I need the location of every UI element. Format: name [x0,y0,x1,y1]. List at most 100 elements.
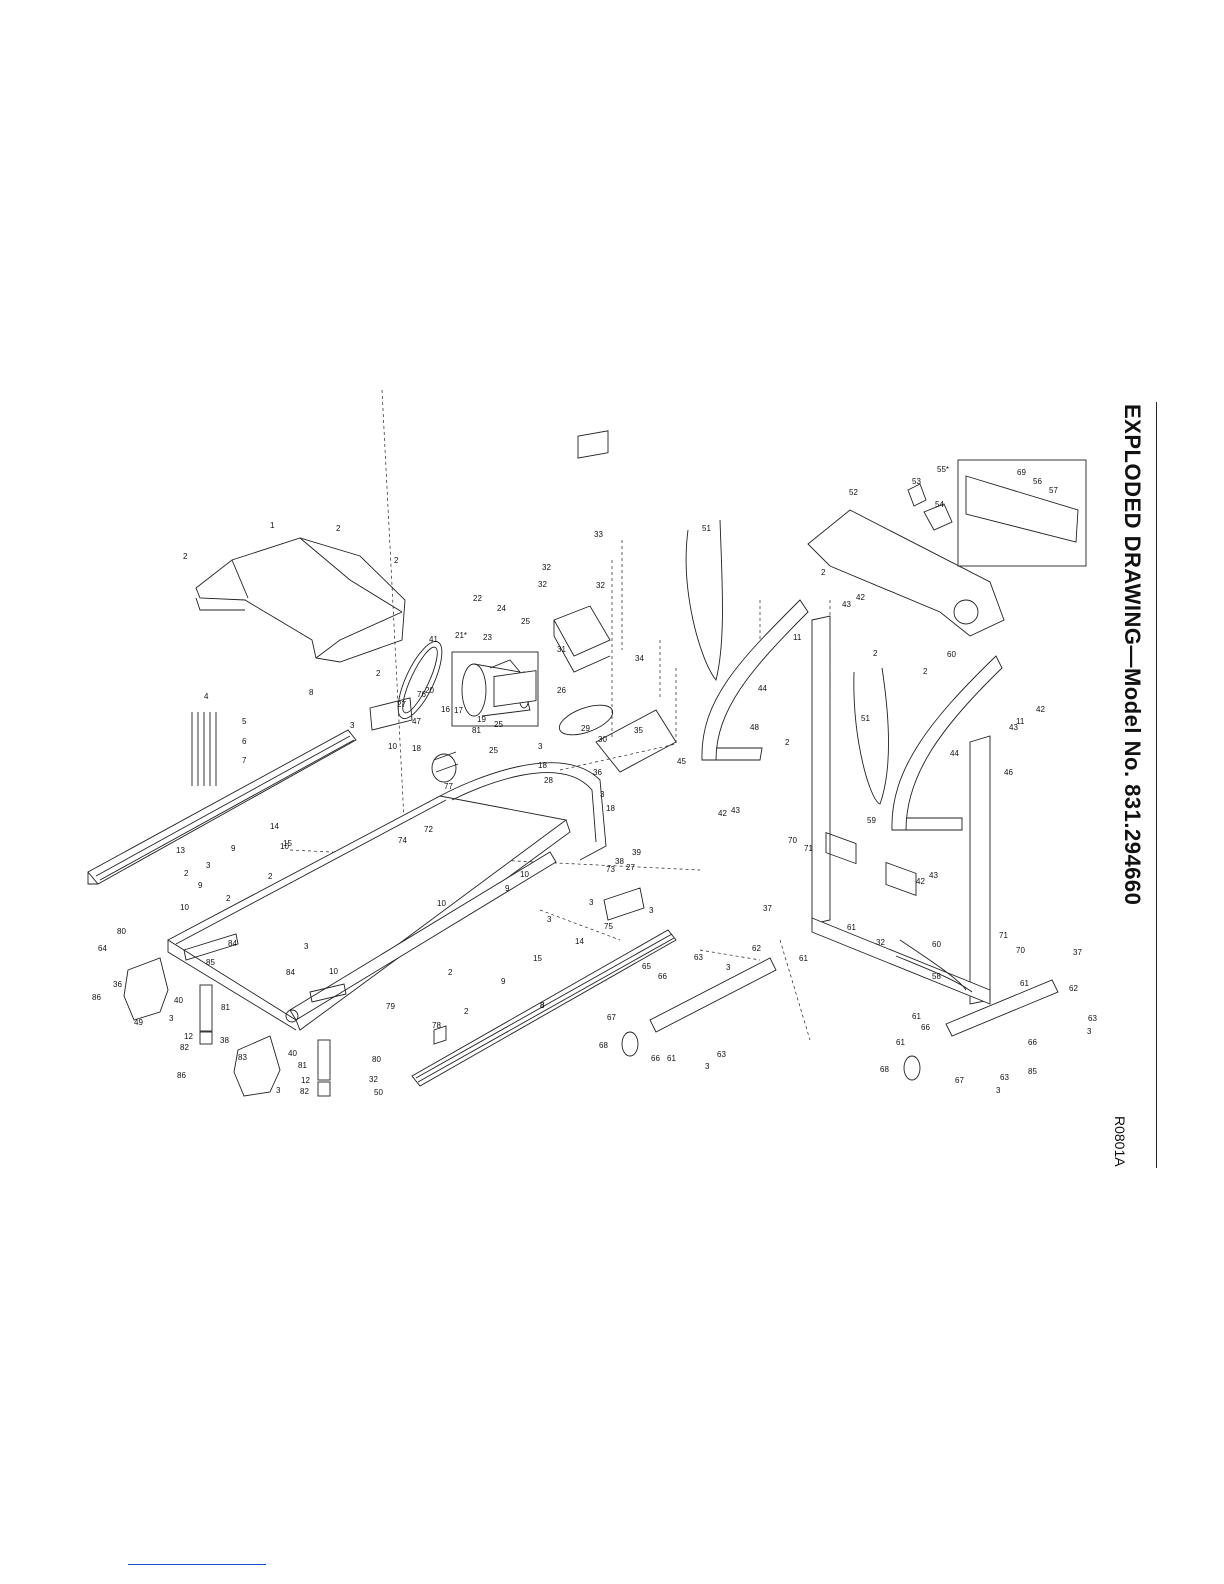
motor-hood [195,537,406,663]
part-label-p32b: 32 [538,580,547,589]
part-label-p9a: 9 [231,844,236,853]
part-label-p15b: 15 [533,954,542,963]
part-label-p81c: 81 [298,1061,307,1070]
part-label-p80b: 80 [372,1055,381,1064]
part-label-p3g: 3 [600,790,605,799]
wire-harness [895,939,973,993]
part-label-p36b: 36 [113,980,122,989]
part-label-p18a: 18 [412,744,421,753]
part-label-p72: 72 [424,825,433,834]
part-label-p42b: 42 [1036,705,1045,714]
part-label-p33: 33 [594,530,603,539]
part-label-p2c: 2 [394,556,399,565]
part-label-p24: 24 [497,604,506,613]
part-label-p67b: 67 [607,1013,616,1022]
part-label-p44b: 44 [950,749,959,758]
part-label-p73: 73 [606,865,615,874]
part-label-p81a: 81 [472,726,481,735]
part-label-p2e: 2 [821,568,826,577]
part-label-p63a: 63 [1088,1014,1097,1023]
part-label-p42c: 42 [718,809,727,818]
motor-tray [595,709,677,773]
controller-board [577,430,609,459]
part-label-p3j: 3 [649,906,654,915]
part-label-p18b: 18 [538,761,547,770]
part-label-p61c: 61 [1020,979,1029,988]
part-label-p16: 16 [441,705,450,714]
part-label-p2i: 2 [184,869,189,878]
part-label-p63b: 63 [1000,1073,1009,1082]
part-label-p71a: 71 [804,844,813,853]
part-label-p8c: 8 [540,1001,545,1010]
part-label-p68a: 68 [880,1065,889,1074]
part-label-p35: 35 [634,726,643,735]
right-rear-leg [317,1039,331,1097]
wheel-bracket [433,1025,447,1045]
line-art [87,389,1087,1097]
part-label-p32d: 32 [876,938,885,947]
part-label-p23: 23 [483,633,492,642]
part-label-p32a: 32 [542,563,551,572]
right-base-foot [945,979,1059,1037]
part-label-p48: 48 [750,723,759,732]
part-label-p26: 26 [557,686,566,695]
belt-guard [369,697,413,731]
part-label-p12a: 12 [184,1032,193,1041]
part-label-p40a: 40 [174,996,183,1005]
part-label-p77: 77 [444,782,453,791]
bracket-84b [183,933,239,961]
part-label-p5: 5 [242,717,247,726]
part-label-p13: 13 [176,846,185,855]
part-label-p62a: 62 [1069,984,1078,993]
part-label-p4: 4 [204,692,209,701]
pivot-bracket [603,887,645,921]
right-upright [891,655,1003,1005]
part-label-p28: 28 [544,776,553,785]
part-label-p82a: 82 [180,1043,189,1052]
part-label-p60a: 60 [947,650,956,659]
part-label-p42a: 42 [856,593,865,602]
part-label-p37b: 37 [1073,948,1082,957]
part-label-p10f: 10 [329,967,338,976]
part-label-p60b: 60 [932,940,941,949]
part-label-p61d: 61 [912,1012,921,1021]
part-label-p86b: 86 [177,1071,186,1080]
console-overlay [965,475,1079,543]
part-label-p63d: 63 [717,1050,726,1059]
left-upright [701,599,831,925]
part-label-p66b: 66 [1028,1038,1037,1047]
part-label-p9d: 9 [501,977,506,986]
part-label-p71b: 71 [999,931,1008,940]
part-label-p85a: 85 [1028,1067,1037,1076]
part-label-p39: 39 [632,848,641,857]
part-label-p31: 31 [557,645,566,654]
part-label-p6: 6 [242,737,247,746]
incline-motor [493,670,537,708]
part-label-p3n: 3 [276,1086,281,1095]
part-label-p70a: 70 [788,836,797,845]
part-label-p58: 58 [932,972,941,981]
left-rear-leg [199,984,213,1045]
wire-loop [558,704,614,736]
part-label-p61a: 61 [847,923,856,932]
part-label-p55: 55* [937,465,949,474]
left-side-rail [87,729,357,885]
part-label-p17: 17 [454,706,463,715]
part-label-p62b: 62 [752,944,761,953]
part-label-p3d: 3 [705,1062,710,1071]
part-label-p32e: 32 [369,1075,378,1084]
part-label-p38a: 38 [615,857,624,866]
left-end-cap [123,957,169,1021]
part-label-p64: 64 [98,944,107,953]
part-label-p20: 20 [425,686,434,695]
part-label-p75: 75 [604,922,613,931]
part-label-p42d: 42 [916,877,925,886]
part-label-p41: 41 [429,635,438,644]
part-label-p52: 52 [849,488,858,497]
part-label-p57: 57 [1049,486,1058,495]
part-label-p11a: 11 [793,633,802,642]
part-label-p25b: 25 [494,720,503,729]
part-label-p2d: 2 [376,669,381,678]
part-label-p69: 69 [1017,468,1026,477]
